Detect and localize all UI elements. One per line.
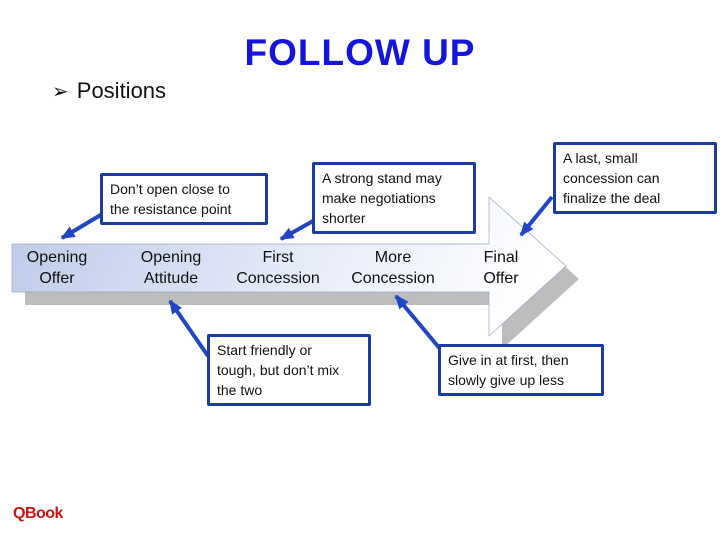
connector-arrow-more-concession: [394, 294, 443, 352]
bullet-line: ➢ Positions: [52, 78, 166, 104]
timeline-arrow: [11, 196, 567, 337]
connector-arrow-opening-attitude: [168, 299, 210, 358]
callout-give-in: Give in at first, then slowly give up le…: [438, 344, 604, 396]
connector-arrow-first-concession: [279, 219, 314, 241]
qbook-logo: QBook: [13, 505, 63, 522]
callout-start-friendly: Start friendly or tough, but don’t mix t…: [207, 334, 371, 406]
callout-resistance-point: Don’t open close to the resistance point: [100, 173, 268, 225]
connector-arrow-final-offer: [519, 195, 554, 237]
stage-label-opening-offer: Opening Offer: [26, 249, 88, 287]
slide-title: FOLLOW UP: [244, 32, 476, 73]
stage-label-opening-attitude: Opening Attitude: [140, 249, 202, 287]
callout-strong-stand: A strong stand may make negotiations sho…: [312, 162, 476, 234]
arrow-bullet-icon: ➢: [52, 80, 69, 103]
stage-label-first-concession: First Concession: [236, 249, 320, 287]
stage-label-more-concession: More Concession: [351, 249, 435, 287]
callout-last-concession: A last, small concession can finalize th…: [553, 142, 717, 214]
stage-label-final-offer: Final Offer: [483, 249, 519, 287]
bullet-label: Positions: [76, 78, 167, 103]
connector-arrow-opening-offer: [60, 211, 106, 240]
